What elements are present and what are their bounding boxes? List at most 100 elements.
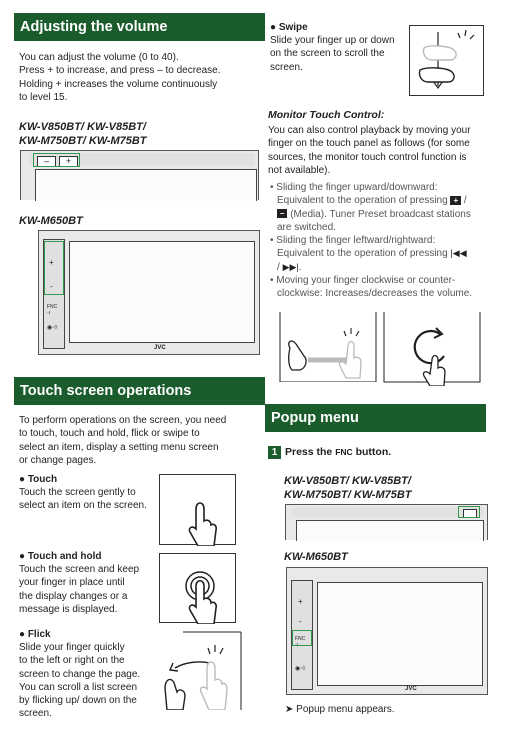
touch-section: ● Touch Touch the screen gently to selec… — [19, 474, 159, 513]
hold-line-3: the display changes or a — [19, 590, 128, 602]
fnc-key-label: FNC — [335, 447, 353, 457]
monitor-section: Monitor Touch Control: You can also cont… — [268, 108, 498, 177]
flick-line-4: You can scroll a list screen — [19, 681, 138, 693]
monitor-line-1: You can also control playback by moving … — [268, 125, 471, 136]
bullet-3-line-1: • Moving your finger clockwise or counte… — [270, 275, 456, 287]
flick-line-2: to the left or right on the — [19, 655, 125, 667]
slide-gesture-illustration — [279, 312, 377, 382]
swipe-title: ● Swipe — [270, 22, 308, 33]
popup-m650-brand: JVC — [405, 686, 417, 692]
flick-section: ● Flick Slide your finger quickly to the… — [19, 629, 159, 721]
bullet-3-line-2: clockwise: Increases/decreases the volum… — [277, 288, 473, 300]
swipe-line-3: screen. — [270, 61, 303, 73]
touch-line-2: select an item on the screen. — [19, 500, 147, 512]
volume-plus-label: + — [65, 156, 72, 166]
touch-finger-icon — [188, 502, 217, 547]
flick-line-5: by flicking up/ down on the — [19, 695, 137, 707]
swipe-finger-icon — [418, 29, 475, 90]
hold-line-1: Touch the screen and keep — [19, 564, 140, 575]
monitor-line-2: finger on the touch panel as follows (fo… — [268, 138, 470, 150]
touch-heading-text: Touch screen operations — [20, 383, 192, 399]
unit-v850-screen — [35, 169, 257, 201]
popup-m650-fnc-highlight — [292, 630, 312, 646]
plus-key-icon: + — [450, 196, 462, 206]
popup-unit-v850-illustration — [285, 504, 488, 541]
hold-title: ● Touch and hold — [19, 551, 102, 562]
m650-vol-up-button[interactable]: + — [49, 258, 54, 267]
volume-line-3: Holding + increases the volume continuou… — [19, 78, 218, 90]
touch-intro-line-3: select an item, display a setting menu s… — [19, 441, 219, 453]
volume-models-a: KW-V850BT/ KW-V85BT/ KW-M750BT/ KW-M75BT — [19, 120, 147, 148]
popup-model-b: KW-M650BT — [284, 551, 348, 563]
touch-line-1: Touch the screen gently to — [19, 487, 136, 498]
popup-m650-vol-up[interactable]: + — [298, 597, 303, 606]
popup-models-a-line2: KW-M750BT/ KW-M75BT — [284, 489, 412, 501]
volume-models-a-line2: KW-M750BT/ KW-M75BT — [19, 135, 147, 147]
step-text-post: button. — [352, 446, 392, 458]
hold-section: ● Touch and hold Touch the screen and ke… — [19, 551, 159, 616]
touch-intro-line-1: To perform operations on the screen, you… — [19, 415, 227, 426]
swipe-line-2: on the screen to scroll the — [270, 48, 385, 60]
touch-intro: To perform operations on the screen, you… — [19, 414, 264, 467]
volume-line-4: to level 15. — [19, 91, 68, 103]
swipe-line-1: Slide your finger up or down — [270, 35, 395, 46]
popup-heading-text: Popup menu — [271, 410, 359, 426]
unit-m650-illustration: + - FNC◦ᴉ ◉◦◊ JVC — [38, 230, 260, 355]
monitor-line-4: not available). — [268, 164, 331, 176]
popup-heading: Popup menu — [265, 404, 486, 432]
popup-v850-screen — [296, 520, 484, 541]
result-arrow-icon: ➤ — [285, 704, 294, 715]
popup-result-text: Popup menu appears. — [296, 704, 395, 715]
volume-description: You can adjust the volume (0 to 40). Pre… — [19, 51, 259, 104]
touch-illustration — [159, 474, 236, 547]
monitor-bullets: • Sliding the finger upward/downward: Eq… — [270, 181, 495, 301]
volume-models-a-line1: KW-V850BT/ KW-V85BT/ — [19, 121, 146, 133]
popup-m650-att-button[interactable]: ◉◦◊ — [295, 666, 306, 672]
popup-m650-side-panel: + - FNC◦ᴉ ◉◦◊ — [291, 580, 313, 690]
step-number-badge: 1 — [268, 446, 281, 459]
m650-fnc-button[interactable]: FNC◦ᴉ — [47, 304, 58, 316]
monitor-line-3: sources, the monitor touch control funct… — [268, 151, 467, 163]
flick-line-6: screen. — [19, 708, 52, 720]
bullet-1-line-3: – (Media). Tuner Preset broadcast statio… — [270, 208, 495, 221]
volume-buttons-highlight — [33, 153, 80, 167]
swipe-illustration — [409, 25, 484, 96]
bullet-1-line-2-text: Equivalent to the operation of pressing — [277, 195, 448, 207]
bullet-1-line-1: • Sliding the finger upward/downward: — [270, 182, 438, 193]
next-track-icon: ▶▶| — [282, 261, 299, 272]
minus-key-icon: – — [277, 209, 288, 219]
volume-line-2: Press + to increase, and press – to decr… — [19, 65, 221, 77]
flick-line-3: screen to change the page. — [19, 668, 141, 680]
volume-model-b: KW-M650BT — [19, 215, 83, 227]
monitor-title: Monitor Touch Control: — [268, 109, 385, 121]
flick-line-1: Slide your finger quickly — [19, 642, 125, 653]
bullet-2-line-1: • Sliding the finger leftward/rightward: — [270, 235, 436, 247]
unit-v850-illustration: – + — [20, 150, 259, 201]
popup-models-a: KW-V850BT/ KW-V85BT/ KW-M750BT/ KW-M75BT — [284, 474, 412, 502]
volume-line-1: You can adjust the volume (0 to 40). — [19, 52, 179, 63]
bullet-2-line-2-text: Equivalent to the operation of pressing — [277, 248, 448, 260]
bullet-1-line-2: Equivalent to the operation of pressing … — [270, 194, 495, 207]
bullet-1-line-4: are switched. — [277, 221, 336, 233]
swipe-section: ● Swipe Slide your finger up or down on … — [270, 22, 410, 74]
unit-v850-button-strip — [29, 153, 255, 166]
flick-title: ● Flick — [19, 629, 51, 640]
popup-m650-screen — [317, 582, 483, 686]
popup-m650-vol-down[interactable]: - — [299, 617, 302, 626]
touch-heading: Touch screen operations — [14, 377, 265, 405]
unit-m650-brand: JVC — [154, 345, 166, 351]
hold-line-4: message is displayed. — [19, 603, 118, 615]
bullet-1-line-3-text: (Media). Tuner Preset broadcast stations — [287, 208, 471, 220]
previous-track-icon: |◀◀ — [450, 248, 467, 259]
hold-line-2: your finger in place until — [19, 577, 125, 589]
m650-att-button[interactable]: ◉◦◊ — [47, 325, 58, 331]
m650-vol-down-button[interactable]: - — [50, 282, 53, 291]
volume-heading-text: Adjusting the volume — [20, 19, 168, 35]
unit-m650-screen — [69, 241, 255, 343]
bullet-2-line-2: Equivalent to the operation of pressing … — [270, 247, 495, 260]
popup-unit-m650-illustration: + - FNC◦ᴉ ◉◦◊ JVC — [286, 567, 488, 695]
touch-title: ● Touch — [19, 474, 58, 485]
touch-hold-icon — [185, 571, 217, 625]
flick-illustration — [164, 631, 242, 710]
